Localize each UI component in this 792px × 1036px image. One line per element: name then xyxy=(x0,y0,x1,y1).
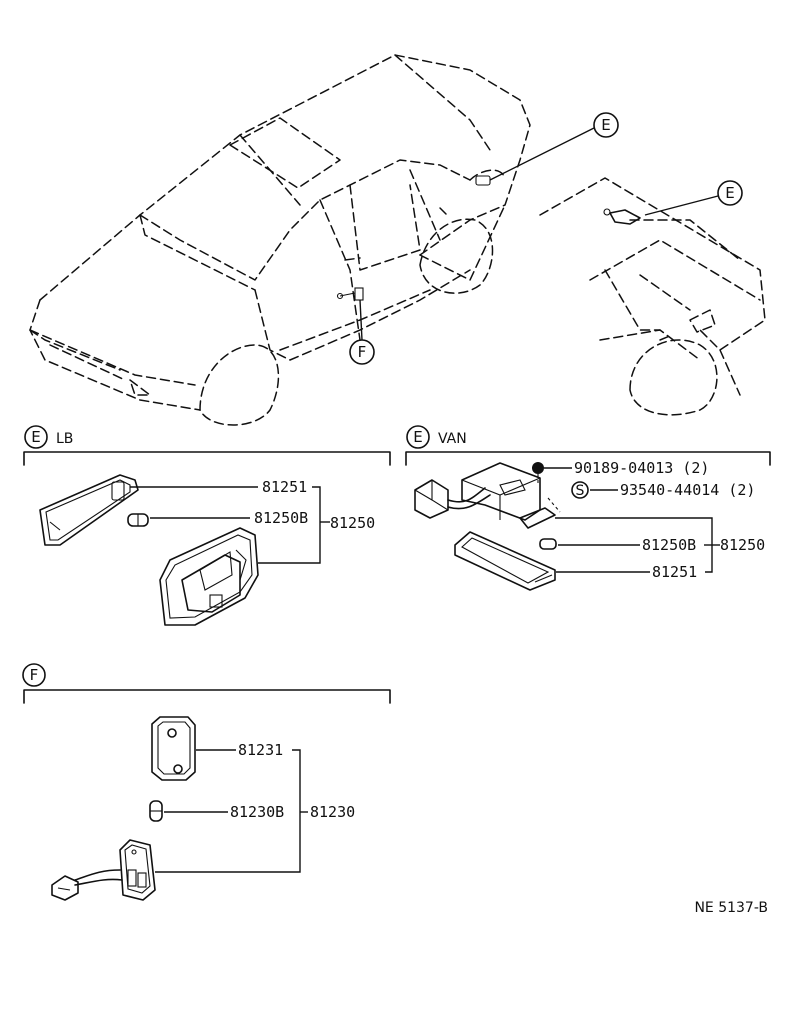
room-lamp-location-marker xyxy=(354,287,364,301)
section-lb-marker: E xyxy=(31,428,40,446)
lb-cover-part-number: 81251 xyxy=(262,478,307,496)
van-cover-part-number: 81251 xyxy=(652,563,697,581)
f-lamp-cover xyxy=(151,716,196,781)
section-f-marker: F xyxy=(30,666,39,684)
van-bulb xyxy=(539,538,557,550)
callout-e-sedan: E xyxy=(489,112,619,181)
van-nut-part-number: 90189-04013 (2) xyxy=(574,459,709,477)
van-screw-marker: S xyxy=(571,481,589,499)
lb-bulb xyxy=(127,513,149,527)
van-screw-part-number: 93540-44014 (2) xyxy=(620,481,755,499)
callout-f-sedan: F xyxy=(349,299,375,365)
callout-e-sedan-label: E xyxy=(601,116,610,134)
section-van-title: VAN xyxy=(438,431,467,447)
section-lb-title: LB xyxy=(56,431,73,447)
callout-e-van-label: E xyxy=(725,184,734,202)
sedan-outline xyxy=(29,54,531,426)
lb-bulb-part-number: 81250B xyxy=(254,509,308,527)
lb-lamp-assembly xyxy=(159,527,259,626)
van-connector xyxy=(414,479,491,519)
section-f: F 81231 81 xyxy=(22,663,391,901)
van-outline xyxy=(539,177,766,416)
van-bulb-part-number: 81250B xyxy=(642,536,696,554)
van-screw-marker-label: S xyxy=(576,483,585,499)
f-bulb-part-number: 81230B xyxy=(230,803,284,821)
van-lamp-location-marker xyxy=(609,209,641,225)
lb-assembly-part-number: 81250 xyxy=(330,514,375,532)
van-assembly-part-number: 81250 xyxy=(720,536,765,554)
van-lamp-body xyxy=(461,462,556,529)
callout-e-van: E xyxy=(644,180,743,216)
f-cover-part-number: 81231 xyxy=(238,741,283,759)
section-van-marker: E xyxy=(413,428,422,446)
lb-lamp-cover xyxy=(39,474,139,546)
f-bulb xyxy=(149,800,163,822)
f-assembly-part-number: 81230 xyxy=(310,803,355,821)
van-lamp-cover xyxy=(454,531,556,591)
luggage-lamp-location-marker xyxy=(475,175,491,186)
section-van: E VAN S xyxy=(405,425,771,591)
section-lb: E LB 81251 81250B 81250 xyxy=(23,425,391,626)
f-lamp-assembly xyxy=(51,839,156,901)
figure-code: NE 5137-B xyxy=(694,900,768,916)
van-nut xyxy=(532,462,544,474)
callout-f-sedan-label: F xyxy=(358,343,367,361)
